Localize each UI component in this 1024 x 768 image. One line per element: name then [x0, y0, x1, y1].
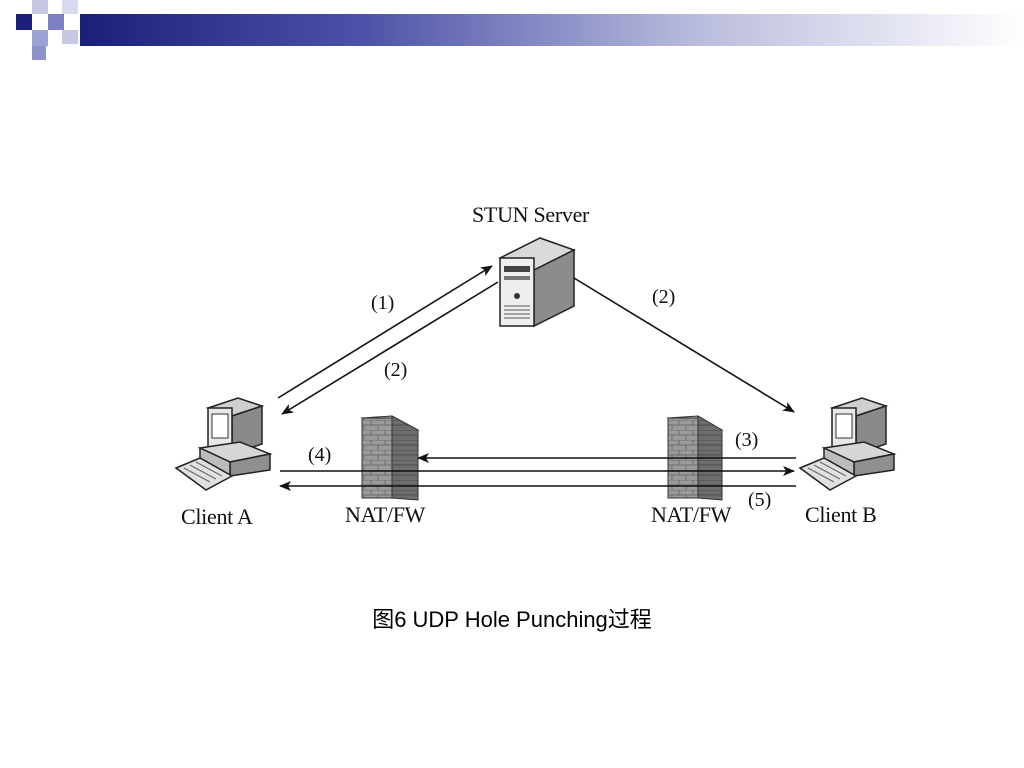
client-b-computer-icon	[798, 397, 897, 491]
stun-server-icon	[498, 237, 576, 328]
nat-firewall-a-icon	[360, 415, 420, 501]
stun-server-label: STUN Server	[472, 202, 590, 227]
client-b-label: Client B	[805, 502, 877, 527]
header-square-light-1	[32, 0, 48, 14]
nat-a-label: NAT/FW	[345, 502, 426, 527]
header-gradient-bar	[80, 14, 1024, 46]
step-4-label: (4)	[308, 444, 332, 466]
arrow-step-2-to-b	[573, 277, 795, 413]
header-square-light-4	[62, 30, 78, 44]
arrow-step-2-to-a	[281, 281, 499, 415]
step-5-label: (5)	[748, 489, 772, 511]
arrow-step-1	[277, 265, 493, 399]
slide-header-band	[0, 0, 1024, 60]
header-square-light-2	[32, 30, 48, 46]
header-square-dark-1	[16, 14, 32, 30]
header-square-mid-2	[32, 46, 46, 60]
client-a-computer-icon	[174, 397, 273, 491]
figure-caption: 图6 UDP Hole Punching过程	[372, 607, 652, 632]
client-a-label: Client A	[181, 504, 253, 529]
step-2-to-b-label: (2)	[652, 286, 676, 308]
header-square-mid-1	[48, 14, 64, 30]
nat-b-label: NAT/FW	[651, 502, 732, 527]
step-2-to-a-label: (2)	[384, 359, 408, 381]
step-1-label: (1)	[371, 292, 395, 314]
step-3-label: (3)	[735, 429, 759, 451]
header-square-light-3	[62, 0, 78, 14]
